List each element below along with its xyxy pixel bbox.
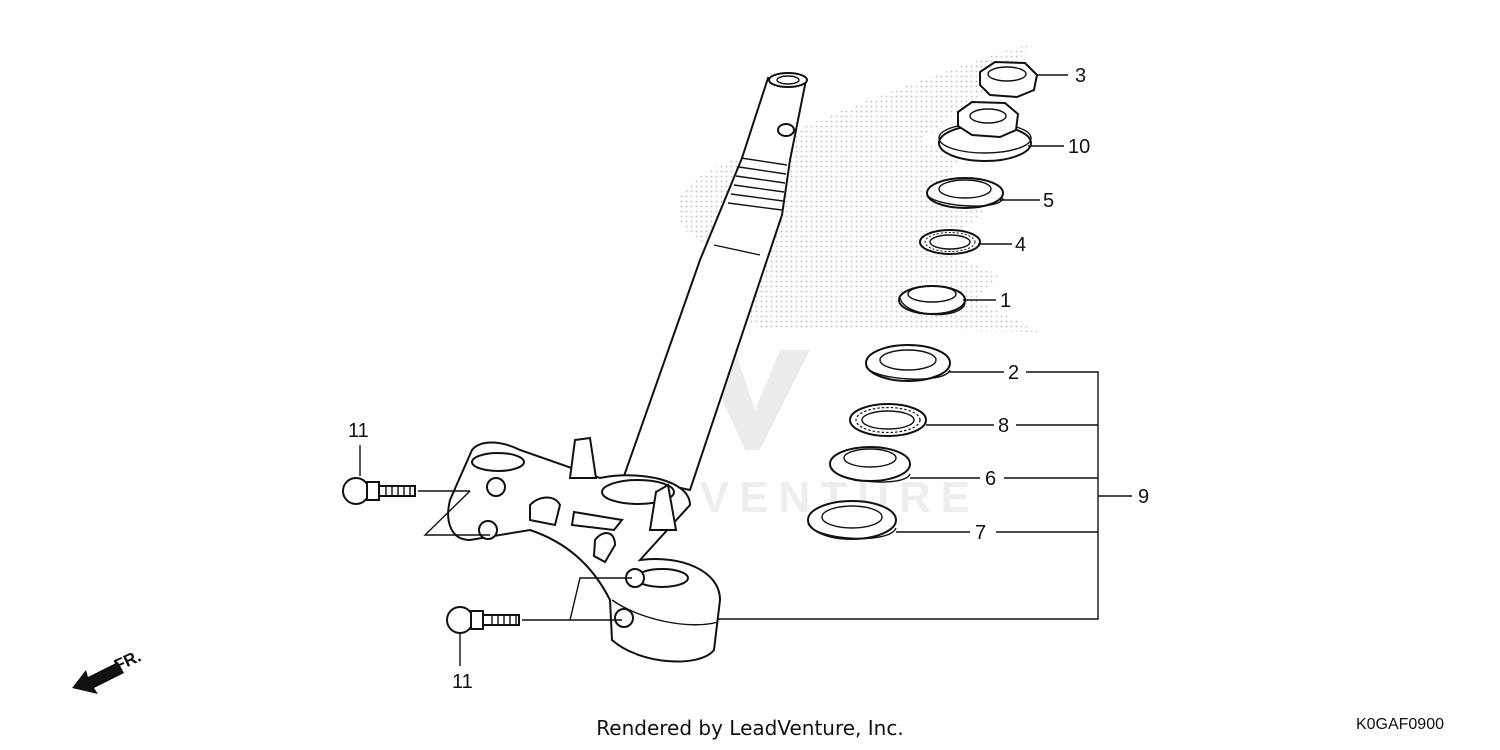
callout-2: 2 <box>1008 362 1019 384</box>
callouts: 3 10 5 4 1 2 8 6 7 9 11 11 <box>348 65 1149 693</box>
part-10-adjusting-nut <box>938 100 1064 162</box>
part-5-upper-race <box>926 177 1040 209</box>
part-9-bracket <box>718 371 1132 620</box>
front-direction-indicator: FR. <box>72 646 144 694</box>
callout-8: 8 <box>998 415 1009 437</box>
bolt-11-upper <box>342 477 416 505</box>
steering-stem <box>447 72 808 663</box>
part-4-ball-bearing <box>919 229 1012 255</box>
callout-9: 9 <box>1138 486 1149 508</box>
part-8-lower-bearing <box>849 403 994 437</box>
callout-7: 7 <box>975 522 986 544</box>
bolt-11-lower <box>446 606 520 634</box>
diagram-code: K0GAF0900 <box>1355 716 1444 733</box>
callout-1: 1 <box>1000 290 1011 312</box>
render-credit: Rendered by LeadVenture, Inc. <box>596 716 904 740</box>
part-2-dust-seal <box>865 344 1004 382</box>
callout-5: 5 <box>1043 190 1054 212</box>
front-arrow-icon <box>72 662 124 694</box>
callout-3: 3 <box>1075 65 1086 87</box>
part-7-dust-seal <box>807 500 970 540</box>
part-1-cone-race <box>898 285 996 316</box>
part-3-lock-nut <box>979 60 1068 99</box>
callout-4: 4 <box>1015 234 1026 256</box>
part-6-lower-cone-race <box>829 446 980 483</box>
callout-10: 10 <box>1068 136 1090 158</box>
callout-11-upper: 11 <box>348 420 369 442</box>
callout-11-lower: 11 <box>452 671 473 693</box>
bolt-leaders <box>418 490 632 621</box>
callout-6: 6 <box>985 468 996 490</box>
